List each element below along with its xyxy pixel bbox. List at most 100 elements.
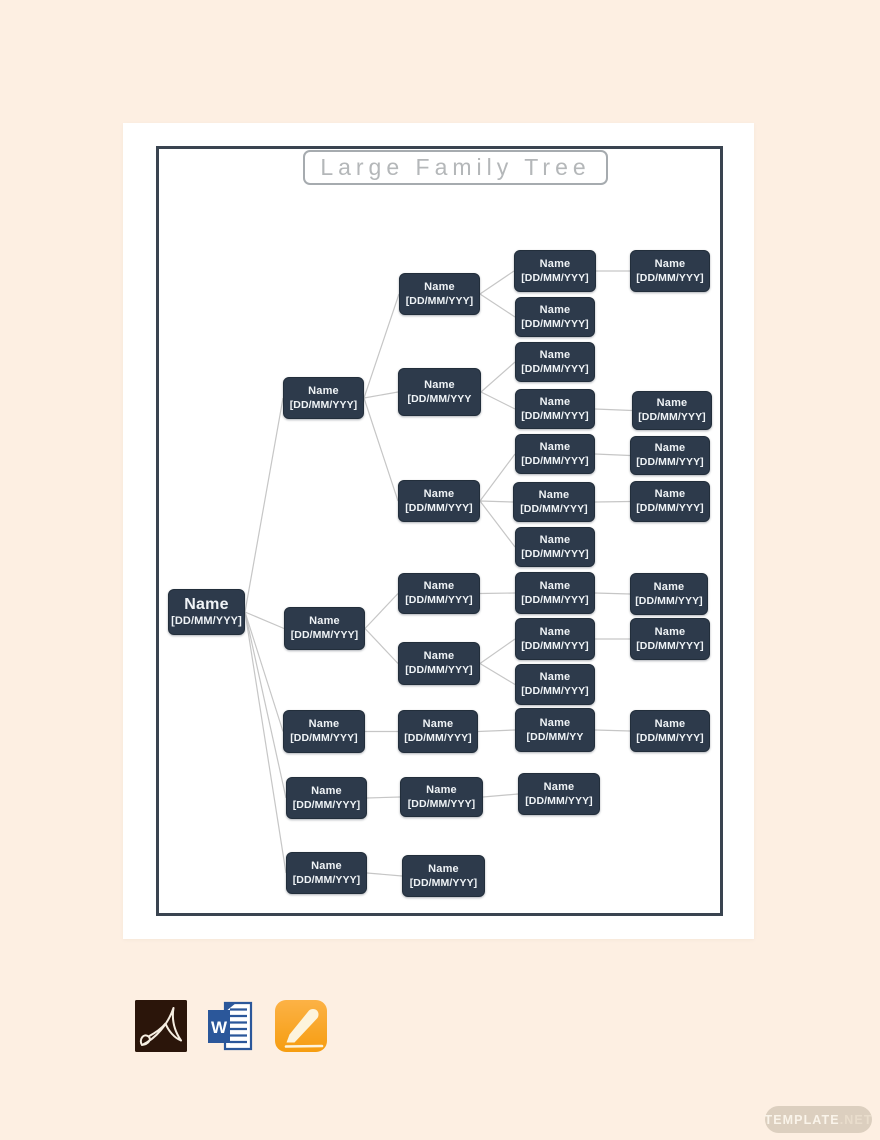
person-name: Name (654, 442, 686, 455)
person-date: [DD/MM/YY (526, 730, 584, 743)
person-date: [DD/MM/YYY] (635, 594, 703, 607)
person-date: [DD/MM/YYY] (521, 409, 589, 422)
tree-node-c1a: Name[DD/MM/YY (515, 708, 595, 752)
tree-node-d1: Name[DD/MM/YYY] (400, 777, 483, 817)
person-name: Name (656, 397, 688, 410)
person-date: [DD/MM/YYY] (409, 876, 478, 889)
person-name: Name (539, 533, 571, 546)
person-date: [DD/MM/YYY] (521, 547, 589, 560)
tree-node-a1s: Name[DD/MM/YYY] (630, 250, 710, 292)
person-date: [DD/MM/YYY] (525, 794, 593, 807)
tree-node-a1a: Name[DD/MM/YYY] (514, 250, 596, 292)
tree-node-b2b: Name[DD/MM/YYY] (515, 664, 595, 705)
person-name: Name (426, 783, 457, 796)
person-name: Name (539, 671, 571, 684)
tree-node-b1a: Name[DD/MM/YYY] (515, 572, 595, 614)
tree-node-a3: Name[DD/MM/YYY] (398, 480, 480, 522)
person-name: Name (539, 579, 571, 592)
person-date: [DD/MM/YYY] (638, 411, 706, 424)
person-name: Name (539, 303, 571, 316)
person-date: [DD/MM/YYY] (520, 502, 588, 515)
tree-node-b2: Name[DD/MM/YYY] (398, 642, 480, 685)
watermark-text-suffix: .NET (839, 1112, 873, 1127)
person-name: Name (311, 859, 342, 872)
person-date: [DD/MM/YYY] (521, 685, 589, 698)
tree-node-b1: Name[DD/MM/YYY] (398, 573, 480, 614)
page-title: Large Family Tree (320, 154, 591, 180)
person-name: Name (539, 348, 571, 361)
person-date: [DD/MM/YYY] (405, 664, 473, 677)
person-name: Name (543, 780, 575, 793)
tree-node-b1s: Name[DD/MM/YYY] (630, 573, 708, 615)
file-format-icons-row: W (135, 1000, 327, 1053)
person-name: Name (654, 257, 686, 270)
person-date: [DD/MM/YYY] (405, 501, 473, 514)
tree-node-a3b: Name[DD/MM/YYY] (513, 482, 595, 522)
person-date: [DD/MM/YYY] (521, 317, 589, 330)
word-icon[interactable]: W (205, 1000, 257, 1052)
person-date: [DD/MM/YYY (407, 392, 472, 405)
tree-node-a1b: Name[DD/MM/YYY] (515, 297, 595, 337)
tree-node-g2e: Name[DD/MM/YYY] (286, 852, 367, 894)
tree-node-a3a: Name[DD/MM/YYY] (515, 434, 595, 474)
person-name: Name (311, 784, 342, 797)
pages-icon[interactable] (275, 1000, 327, 1052)
person-date: [DD/MM/YYY] (292, 873, 361, 886)
tree-node-a3s: Name[DD/MM/YYY] (630, 436, 710, 475)
person-name: Name (309, 615, 340, 628)
svg-text:W: W (211, 1018, 228, 1037)
person-date: [DD/MM/YYY] (636, 456, 704, 469)
person-date: [DD/MM/YYY] (521, 454, 589, 467)
person-date: [DD/MM/YYY] (289, 398, 358, 411)
person-date: [DD/MM/YYY] (521, 639, 589, 652)
acrobat-icon-glyph (135, 1000, 187, 1052)
person-date: [DD/MM/YYY] (290, 629, 359, 642)
tree-node-b2a: Name[DD/MM/YYY] (515, 618, 595, 660)
person-date: [DD/MM/YYY] (636, 271, 704, 284)
tree-node-b2s: Name[DD/MM/YYY] (630, 618, 710, 660)
person-date: [DD/MM/YYY] (290, 732, 358, 745)
tree-node-a2b: Name[DD/MM/YYY] (515, 389, 595, 429)
person-name: Name (653, 580, 685, 593)
pages-icon-glyph (275, 1000, 327, 1052)
person-name: Name (423, 580, 455, 593)
tree-node-a2a: Name[DD/MM/YYY] (515, 342, 595, 382)
person-name: Name (428, 862, 459, 875)
template-net-watermark[interactable]: TEMPLATE.NET (764, 1106, 873, 1133)
person-name: Name (308, 384, 339, 397)
acrobat-icon[interactable] (135, 1000, 187, 1052)
tree-node-e1: Name[DD/MM/YYY] (402, 855, 485, 897)
tree-node-c1s: Name[DD/MM/YYY] (630, 710, 710, 752)
tree-node-a3c: Name[DD/MM/YYY] (515, 527, 595, 567)
person-name: Name (423, 487, 455, 500)
person-date: [DD/MM/YYY] (636, 502, 704, 515)
person-name: Name (424, 378, 455, 391)
person-name: Name (538, 488, 570, 501)
person-date: [DD/MM/YYY] (636, 731, 704, 744)
person-date: [DD/MM/YYY] (405, 294, 474, 307)
person-name: Name (184, 596, 229, 613)
title-box: Large Family Tree (303, 150, 608, 185)
person-name: Name (654, 488, 686, 501)
person-name: Name (539, 257, 571, 270)
tree-node-g2d: Name[DD/MM/YYY] (286, 777, 367, 819)
person-name: Name (539, 440, 571, 453)
watermark-text-main: TEMPLATE (764, 1112, 840, 1127)
person-name: Name (539, 395, 571, 408)
tree-node-c1: Name[DD/MM/YYY] (398, 710, 478, 753)
tree-node-a3t: Name[DD/MM/YYY] (630, 481, 710, 522)
tree-node-g2c: Name[DD/MM/YYY] (283, 710, 365, 753)
person-name: Name (422, 718, 454, 731)
person-name: Name (654, 717, 686, 730)
tree-node-a2s: Name[DD/MM/YYY] (632, 391, 712, 430)
tree-node-a2: Name[DD/MM/YYY (398, 368, 481, 416)
tree-node-g2a: Name[DD/MM/YYY] (283, 377, 364, 419)
person-date: [DD/MM/YYY] (521, 593, 589, 606)
person-date: [DD/MM/YYY] (171, 615, 242, 627)
person-date: [DD/MM/YYY] (521, 271, 589, 284)
person-date: [DD/MM/YYY] (636, 639, 704, 652)
page-border-frame (156, 146, 723, 916)
tree-node-d1a: Name[DD/MM/YYY] (518, 773, 600, 815)
person-date: [DD/MM/YYY] (407, 797, 476, 810)
